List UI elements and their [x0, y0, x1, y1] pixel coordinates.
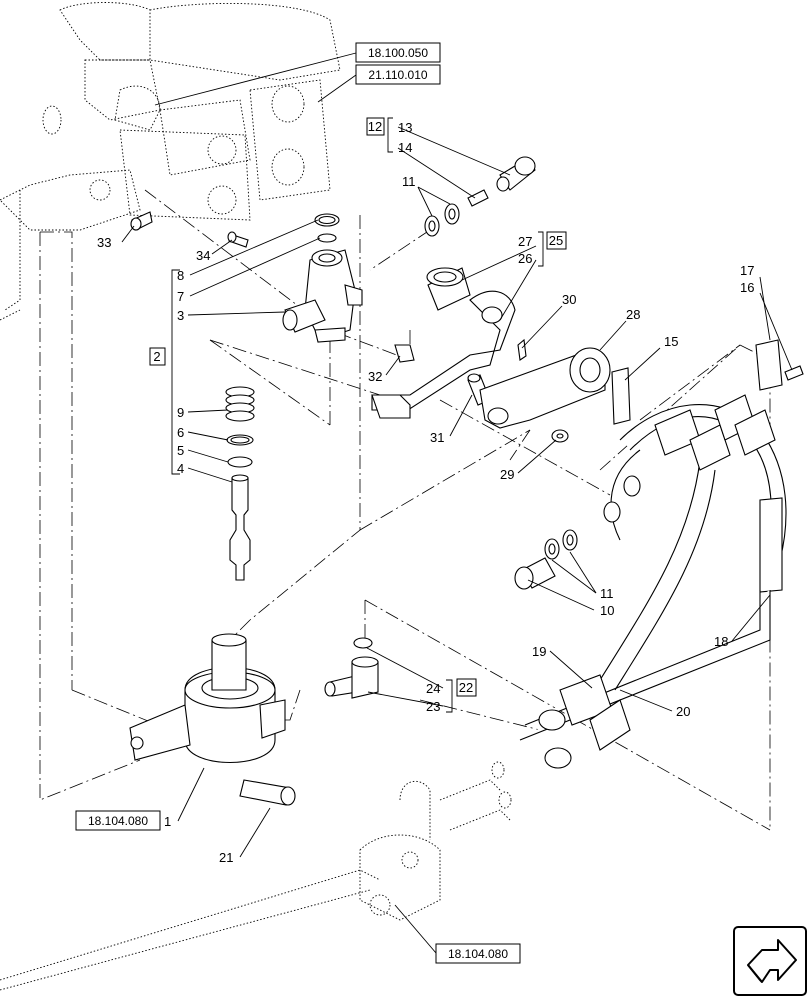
callout-32: 32	[368, 369, 382, 384]
group-2: 2	[149, 269, 180, 475]
callout-8: 8	[177, 268, 184, 283]
callout-5: 5	[177, 443, 184, 458]
bolt-10	[514, 557, 556, 590]
next-page-arrow-icon[interactable]	[733, 926, 807, 996]
clip-32	[394, 344, 415, 363]
callout-29: 29	[500, 467, 514, 482]
callout-1: 1	[164, 814, 171, 829]
lower-valve-block	[0, 761, 512, 991]
callout-16: 16	[740, 280, 754, 295]
group-22: 22	[446, 678, 477, 713]
callout-6: 6	[177, 425, 184, 440]
bolt-13	[496, 156, 536, 192]
group-number: 12	[368, 119, 382, 134]
o-ring-24	[353, 637, 373, 649]
washers-11-top	[424, 203, 460, 237]
callout-21: 21	[219, 850, 233, 865]
arm-28	[479, 347, 611, 429]
bolt-16	[784, 365, 804, 381]
group-25: 25	[538, 231, 567, 267]
bolt-34	[227, 231, 249, 248]
bushing-27	[426, 267, 471, 311]
pin-14	[467, 189, 489, 207]
washers-11-bottom	[544, 529, 578, 560]
callout-30: 30	[562, 292, 576, 307]
reference-code-text: 18.104.080	[88, 814, 148, 828]
callout-23: 23	[426, 699, 440, 714]
callout-24: 24	[426, 681, 440, 696]
callout-26: 26	[518, 251, 532, 266]
group-12: 12	[366, 117, 393, 153]
group-number: 2	[153, 349, 160, 364]
callout-4: 4	[177, 461, 184, 476]
assembly-lines	[39, 189, 771, 831]
callout-20: 20	[676, 704, 690, 719]
reference-18-100-050: 18.100.050	[355, 42, 441, 63]
washer-29	[551, 429, 569, 443]
reference-code-text: 18.104.080	[448, 947, 508, 961]
callout-19: 19	[532, 644, 546, 659]
bracket-17	[755, 339, 783, 391]
callout-13: 13	[398, 120, 412, 135]
callout-18: 18	[714, 634, 728, 649]
callout-labels: 13 14 11 27 26 30 28 15 17 16 33 34 8 7 …	[97, 120, 754, 865]
o-ring-6	[226, 434, 254, 446]
o-ring-7	[317, 233, 337, 243]
group-number: 22	[459, 680, 473, 695]
callout-9: 9	[177, 405, 184, 420]
callout-10: 10	[600, 603, 614, 618]
clip-30	[517, 338, 527, 361]
callout-7: 7	[177, 289, 184, 304]
callout-34: 34	[196, 248, 210, 263]
callout-31: 31	[430, 430, 444, 445]
callout-11-bottom: 11	[600, 586, 614, 601]
reference-18-104-080-left: 18.104.080	[75, 810, 161, 831]
callout-14: 14	[398, 140, 412, 155]
callout-15: 15	[664, 334, 678, 349]
fitting-23	[324, 656, 379, 699]
lever-26	[371, 290, 516, 419]
reference-code-text: 18.100.050	[368, 46, 428, 60]
callout-3: 3	[177, 308, 184, 323]
callout-28: 28	[626, 307, 640, 322]
callout-27: 27	[518, 234, 532, 249]
leader-lines	[121, 52, 793, 954]
bolt-33	[130, 211, 153, 231]
group-number: 25	[549, 233, 563, 248]
callout-17: 17	[740, 263, 754, 278]
transmission-housing	[0, 2, 341, 321]
bracket-15	[611, 367, 631, 425]
reference-18-104-080-center: 18.104.080	[435, 943, 521, 964]
ring-5	[227, 456, 253, 468]
spring-9	[225, 386, 255, 422]
control-unit-1	[129, 633, 286, 763]
o-ring-8	[314, 213, 340, 227]
spool-4	[229, 474, 251, 581]
reference-21-110-010: 21.110.010	[355, 64, 441, 85]
reference-code-text: 21.110.010	[368, 68, 427, 82]
hose-assembly	[519, 394, 787, 769]
callout-33: 33	[97, 235, 111, 250]
callout-11-top: 11	[402, 174, 416, 189]
screw-21	[239, 779, 296, 806]
valve-body	[282, 249, 363, 343]
